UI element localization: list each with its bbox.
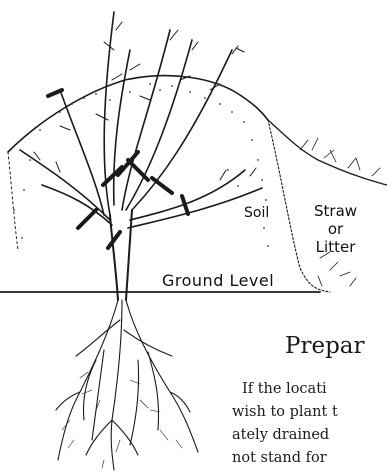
soil-label: Soil <box>244 205 269 221</box>
straw-or-litter-label: Straw or Litter <box>314 202 357 256</box>
straw-litter-outline <box>268 120 387 185</box>
fine-roots <box>62 372 182 468</box>
body-line-1: If the locati <box>232 378 387 401</box>
rose-canes <box>20 12 262 228</box>
article-body: If the locati wish to plant t ately drai… <box>232 378 387 470</box>
body-line-4: not stand for <box>232 447 387 470</box>
straw-label-line-2: or <box>314 220 357 238</box>
rose-side-shoots <box>34 22 256 180</box>
soil-stipple <box>13 83 269 247</box>
straw-label-line-1: Straw <box>314 202 357 220</box>
straw-label-line-3: Litter <box>314 238 357 256</box>
rose-roots <box>56 300 198 470</box>
body-line-3: ately drained <box>232 424 387 447</box>
body-line-2: wish to plant t <box>232 401 387 424</box>
soil-side-left <box>8 152 18 250</box>
rose-stem <box>110 210 132 300</box>
ground-level-label: Ground Level <box>162 271 274 290</box>
section-heading: Prepar <box>285 333 365 359</box>
